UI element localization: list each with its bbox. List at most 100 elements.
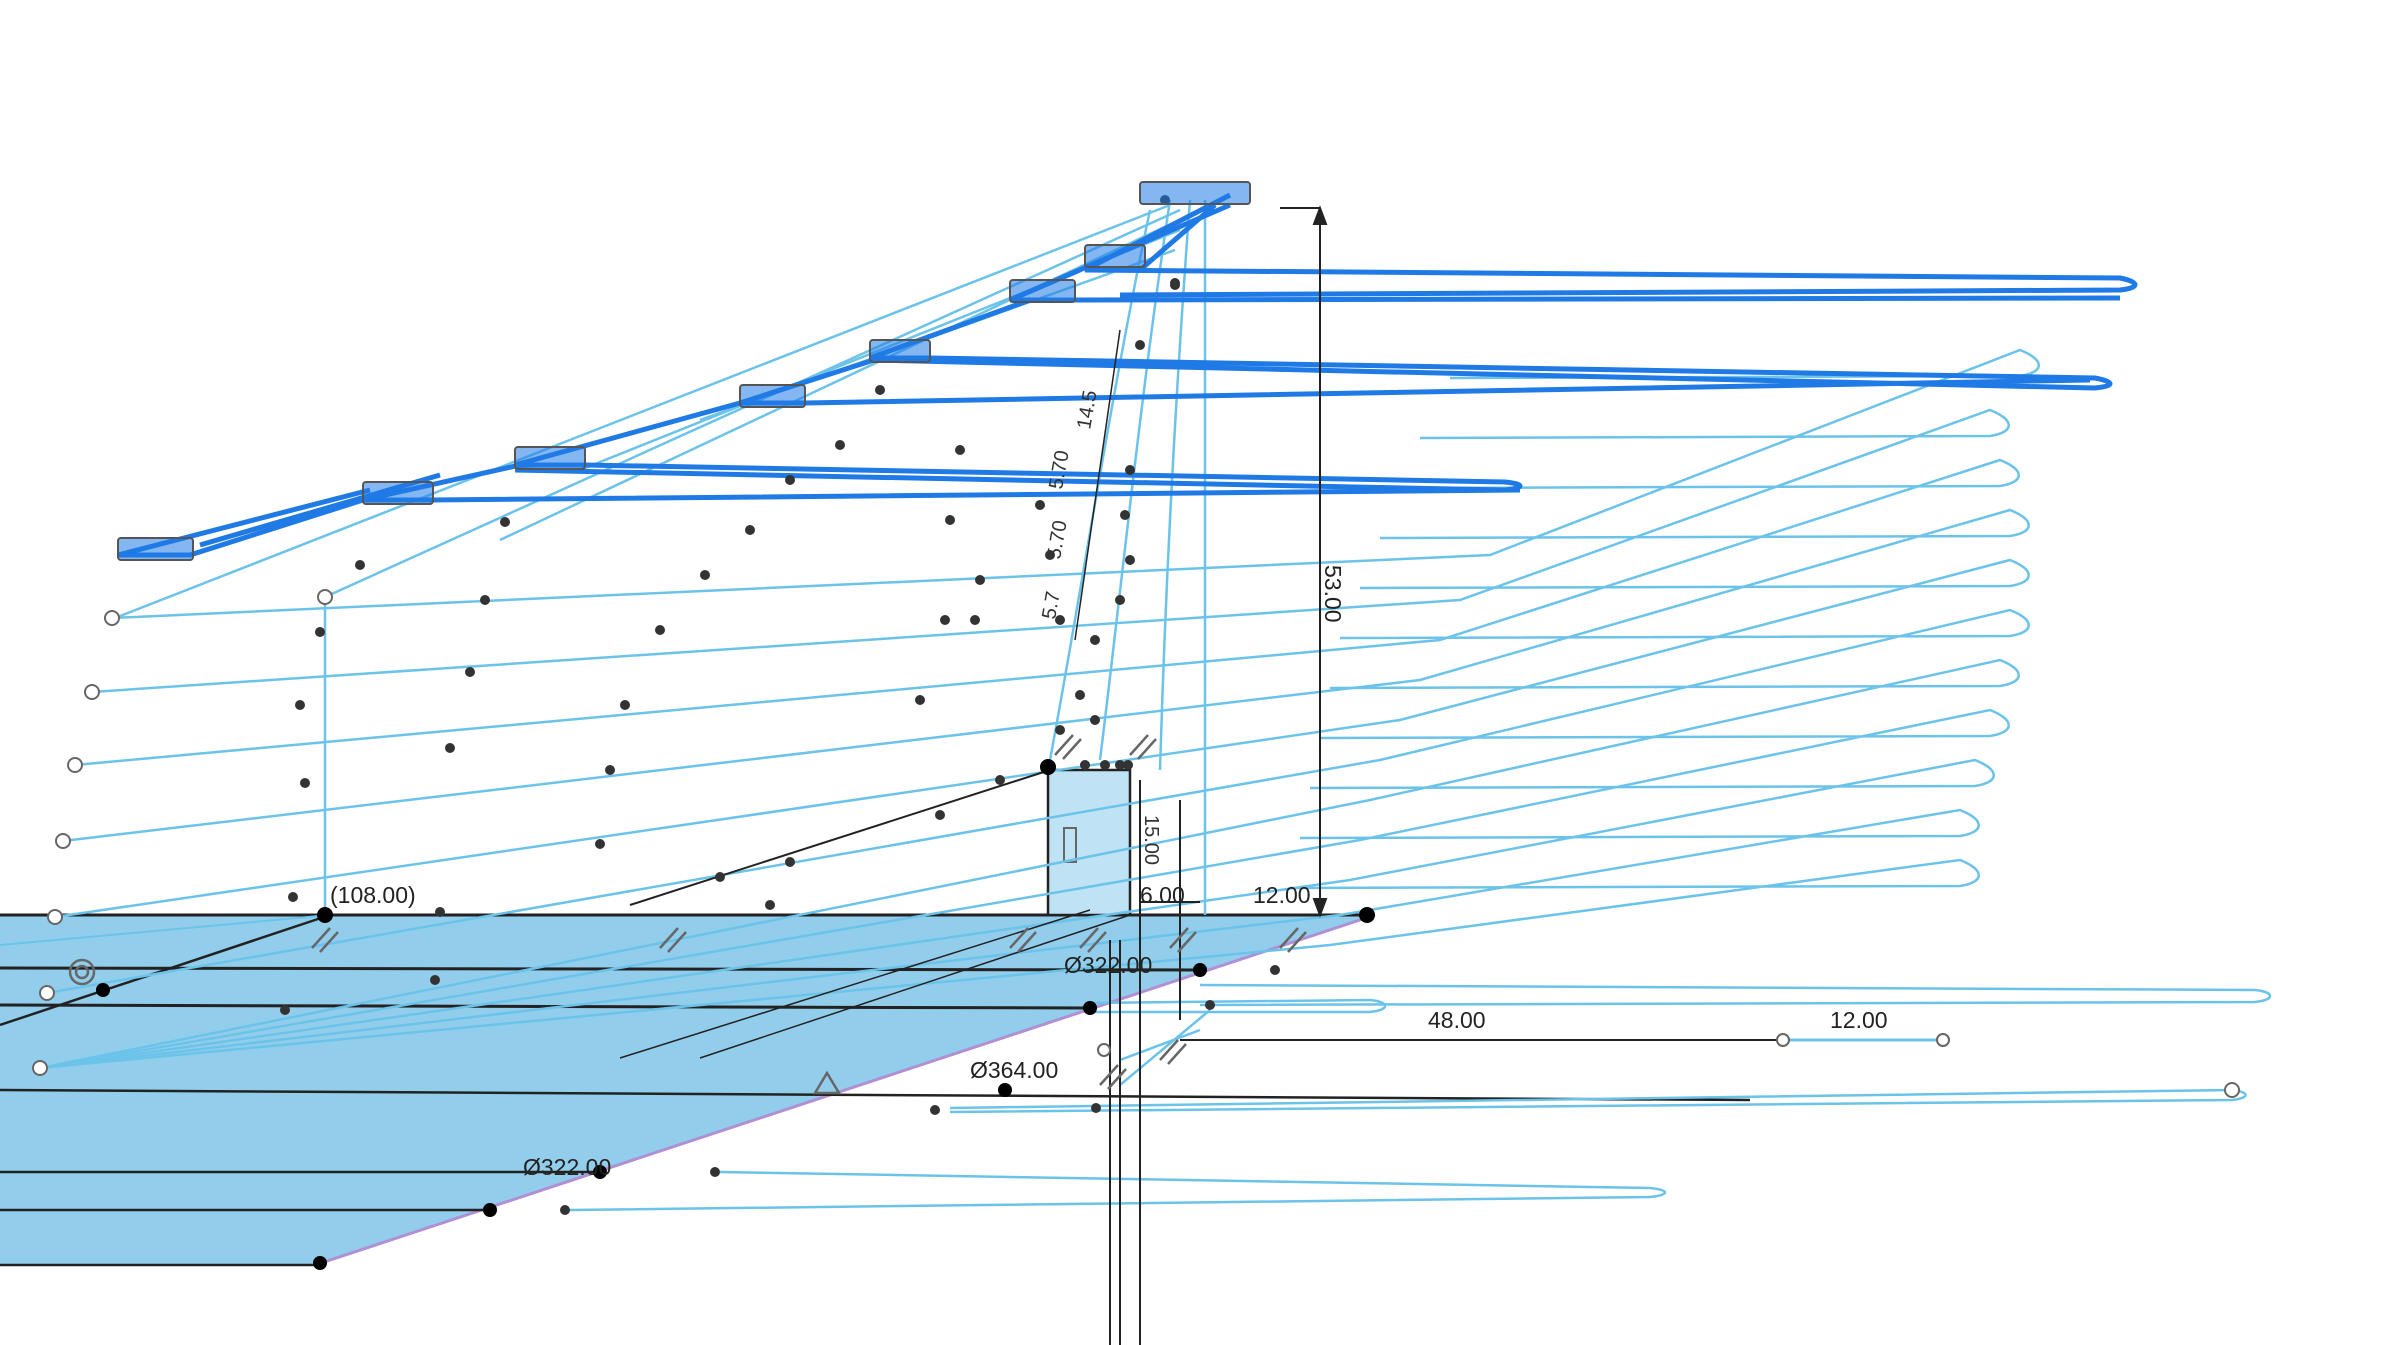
profile-edge-row-2[interactable] bbox=[0, 1003, 1091, 1010]
sketch-point[interactable] bbox=[1045, 550, 1055, 560]
sketch-point[interactable] bbox=[430, 975, 440, 985]
sketch-point[interactable] bbox=[1125, 465, 1135, 475]
parallel-icon[interactable] bbox=[1079, 927, 1107, 953]
slot-profile[interactable] bbox=[1046, 768, 1132, 917]
parallel-icon[interactable] bbox=[1054, 734, 1082, 760]
sketch-point[interactable] bbox=[620, 700, 630, 710]
top-constraint-cluster[interactable] bbox=[117, 181, 1251, 561]
dimension-12-right[interactable]: 12.00 bbox=[1830, 1007, 1888, 1033]
sketch-point[interactable] bbox=[915, 695, 925, 705]
slot-face[interactable] bbox=[1046, 768, 1132, 917]
key-point[interactable] bbox=[1040, 759, 1056, 775]
dimension-labels[interactable]: (108.00) 6.00 12.00 53.00 Ø322.00 Ø364.0… bbox=[330, 389, 1888, 1180]
triangle-icon[interactable] bbox=[812, 1070, 842, 1095]
sketch-point[interactable] bbox=[930, 1105, 940, 1115]
sketch-point[interactable] bbox=[280, 1005, 290, 1015]
sketch-point[interactable] bbox=[1090, 635, 1100, 645]
sketch-point[interactable] bbox=[970, 615, 980, 625]
sketch-loop[interactable] bbox=[39, 658, 2020, 1070]
sketch-point[interactable] bbox=[715, 872, 725, 882]
dimension-14[interactable]: 14.5 bbox=[1073, 389, 1101, 431]
sketch-loop[interactable] bbox=[54, 558, 2030, 919]
sketch-line[interactable] bbox=[1119, 1009, 1211, 1086]
sketch-point[interactable] bbox=[1091, 1103, 1101, 1113]
sketch-point[interactable] bbox=[1115, 760, 1125, 770]
sketch-point[interactable] bbox=[1100, 760, 1110, 770]
dimension-5-7[interactable]: 5.7 bbox=[1038, 590, 1064, 621]
key-points[interactable] bbox=[96, 759, 1375, 1270]
dimension-5-70-b[interactable]: 5.70 bbox=[1045, 449, 1073, 491]
profile-face[interactable] bbox=[0, 915, 1375, 1265]
open-endpoints[interactable] bbox=[32, 589, 2240, 1098]
sketch-point[interactable] bbox=[288, 892, 298, 902]
dimension-15[interactable]: 15.00 bbox=[1140, 815, 1162, 865]
constraint-box[interactable] bbox=[117, 537, 194, 561]
sketch-point[interactable] bbox=[785, 857, 795, 867]
sketch-loop[interactable] bbox=[1199, 983, 2272, 1007]
parallel-icon[interactable] bbox=[1169, 927, 1197, 953]
sketch-point[interactable] bbox=[700, 570, 710, 580]
sketch-point[interactable] bbox=[1115, 595, 1125, 605]
sketch-point[interactable] bbox=[605, 765, 615, 775]
dimension-322-a[interactable]: Ø322.00 bbox=[1064, 952, 1152, 978]
sketch-point[interactable] bbox=[560, 1205, 570, 1215]
endpoint[interactable] bbox=[1776, 1033, 1790, 1047]
key-point[interactable] bbox=[1193, 963, 1207, 977]
endpoint[interactable] bbox=[55, 833, 71, 849]
dimension-48[interactable]: 48.00 bbox=[1428, 1007, 1486, 1033]
constraint-box[interactable] bbox=[739, 384, 806, 408]
sketch-loop[interactable] bbox=[39, 808, 1980, 1070]
endpoint[interactable] bbox=[32, 1060, 48, 1076]
endpoint[interactable] bbox=[84, 684, 100, 700]
sketch-point[interactable] bbox=[835, 440, 845, 450]
constraint-box[interactable] bbox=[362, 481, 434, 505]
key-point[interactable] bbox=[1083, 1001, 1097, 1015]
endpoint[interactable] bbox=[2224, 1082, 2240, 1098]
parallel-icon[interactable] bbox=[1129, 734, 1157, 760]
sketch-point[interactable] bbox=[975, 575, 985, 585]
construction-lines[interactable] bbox=[619, 205, 1950, 1345]
sketch-loop[interactable] bbox=[39, 708, 2010, 1070]
sketch-point[interactable] bbox=[295, 700, 305, 710]
sketch-point[interactable] bbox=[1170, 278, 1180, 288]
profile-edge-row-1[interactable] bbox=[0, 966, 1201, 972]
key-point[interactable] bbox=[96, 983, 110, 997]
sketch-loop[interactable] bbox=[39, 758, 1995, 1070]
dimension-322-b[interactable]: Ø322.00 bbox=[523, 1154, 611, 1180]
sketch-point[interactable] bbox=[1120, 510, 1130, 520]
sketch-point[interactable] bbox=[1080, 760, 1090, 770]
sketch-point[interactable] bbox=[445, 743, 455, 753]
sketch-point[interactable] bbox=[1090, 715, 1100, 725]
dimension-5-70-a[interactable]: 5.70 bbox=[1043, 519, 1071, 561]
sketch-point[interactable] bbox=[315, 627, 325, 637]
sketch-point[interactable] bbox=[1055, 725, 1065, 735]
sketch-point[interactable] bbox=[1205, 1000, 1215, 1010]
endpoint[interactable] bbox=[39, 985, 55, 1001]
profile-edge-slant-1[interactable] bbox=[0, 913, 331, 1027]
dimension-364[interactable]: Ø364.00 bbox=[970, 1057, 1058, 1083]
constraint-box[interactable] bbox=[514, 446, 586, 470]
sketch-loop[interactable] bbox=[1089, 998, 1387, 1014]
sketch-loop[interactable] bbox=[74, 458, 2020, 767]
key-point[interactable] bbox=[1359, 907, 1375, 923]
sketch-point[interactable] bbox=[945, 515, 955, 525]
parallel-icon[interactable] bbox=[1099, 1064, 1127, 1090]
parallel-icon[interactable] bbox=[1279, 927, 1307, 953]
sketch-loop[interactable] bbox=[949, 1088, 2247, 1114]
sketch-point[interactable] bbox=[1125, 555, 1135, 565]
parallel-icon[interactable] bbox=[1009, 927, 1037, 953]
sketch-point[interactable] bbox=[300, 778, 310, 788]
key-point[interactable] bbox=[483, 1203, 497, 1217]
sketch-point[interactable] bbox=[1123, 760, 1133, 770]
concentric-icon[interactable] bbox=[68, 958, 96, 986]
endpoint[interactable] bbox=[67, 757, 83, 773]
key-point[interactable] bbox=[593, 1165, 607, 1179]
dimension-line-5-70[interactable] bbox=[1074, 329, 1121, 641]
sketch-point[interactable] bbox=[955, 445, 965, 455]
sketch-point[interactable] bbox=[875, 385, 885, 395]
endpoint[interactable] bbox=[104, 610, 120, 626]
key-point[interactable] bbox=[998, 1083, 1012, 1097]
sketch-point[interactable] bbox=[995, 775, 1005, 785]
selected-loop[interactable] bbox=[1084, 267, 2138, 298]
